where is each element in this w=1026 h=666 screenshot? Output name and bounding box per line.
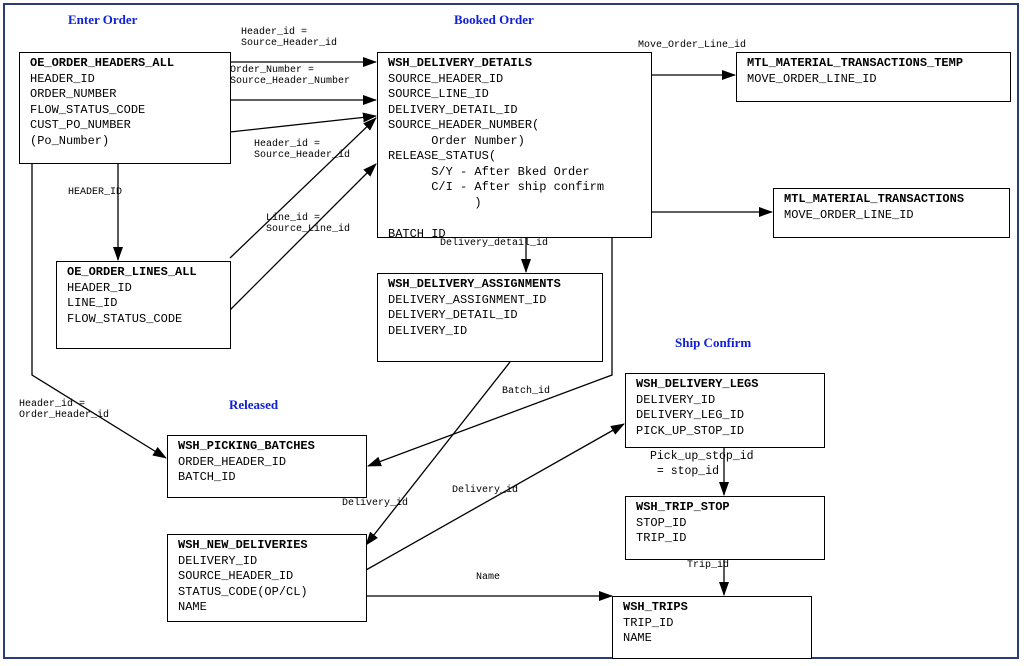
- label-delivery-detail-id: Delivery_detail_id: [440, 238, 549, 249]
- label-header-source-header-top: Header_id = Source_Header_id: [241, 27, 338, 49]
- section-released: Released: [229, 397, 279, 412]
- table-column: DELIVERY_LEG_ID: [636, 408, 745, 422]
- label-header-source-header-mid: Header_id = Source_Header_id: [254, 139, 351, 161]
- link-lines-to-details-header: [229, 117, 377, 259]
- table-column: [388, 211, 651, 227]
- label-trip-id: Trip_id: [687, 560, 730, 571]
- table-column: BATCH_ID: [178, 470, 236, 484]
- table-column: STOP_ID: [636, 515, 687, 530]
- table-column: SOURCE_HEADER_ID: [178, 569, 294, 583]
- table-name: WSH_DELIVERY_DETAILS: [388, 56, 533, 70]
- table-name: WSH_TRIPS: [623, 600, 688, 614]
- table-column: HEADER_ID: [67, 280, 132, 295]
- label-name: Name: [476, 572, 501, 583]
- label-delivery-id-left: Delivery_id: [342, 498, 409, 509]
- label-pick-up-stop-id: Pick_up_stop_id = stop_id: [650, 450, 754, 478]
- table-column: C/I - After ship confirm: [388, 180, 605, 194]
- link-headers-to-details-source-header: [229, 112, 377, 133]
- table-column: MOVE_ORDER_LINE_ID: [784, 207, 914, 222]
- table-column: BATCH_ID: [388, 226, 446, 241]
- table-column: TRIP_ID: [623, 615, 674, 630]
- link-assignments-to-new-deliveries: [365, 361, 511, 546]
- table-column: SOURCE_HEADER_ID: [388, 71, 504, 86]
- table-column: S/Y - After Bked Order: [388, 164, 590, 179]
- table-name: OE_ORDER_HEADERS_ALL: [30, 56, 175, 70]
- table-column: DELIVERY_DETAIL_ID: [388, 102, 518, 117]
- table-column: SOURCE_HEADER_NUMBER(: [388, 118, 540, 132]
- table-column: RELEASE_STATUS(: [388, 149, 497, 163]
- table-name: MTL_MATERIAL_TRANSACTIONS: [784, 192, 965, 206]
- table-column: ): [388, 195, 482, 210]
- link-headers-to-picking-batches: [31, 163, 167, 459]
- table-name: WSH_DELIVERY_ASSIGNMENTS: [388, 277, 561, 291]
- table-column: CUST_PO_NUMBER: [30, 118, 131, 132]
- table-name: MTL_MATERIAL_TRANSACTIONS_TEMP: [747, 56, 964, 70]
- link-new-deliveries-to-delivery-legs: [365, 423, 625, 571]
- table-column: DELIVERY_ASSIGNMENT_ID: [388, 292, 547, 307]
- label-line-source-line: Line_id = Source_Line_id: [266, 213, 351, 235]
- label-delivery-id-right: Delivery_id: [452, 485, 519, 496]
- table-column: SOURCE_LINE_ID: [388, 87, 489, 101]
- label-order-number-source: Order_Number = Source_Header_Number: [230, 65, 351, 87]
- table-column: DELIVERY_ID: [388, 323, 468, 338]
- link-details-to-picking-batches: [367, 238, 613, 467]
- table-name: OE_ORDER_LINES_ALL: [67, 265, 197, 279]
- table-column: NAME: [623, 631, 652, 645]
- diagram-frame: [3, 3, 1019, 659]
- table-column: MOVE_ORDER_LINE_ID: [747, 71, 877, 86]
- table-column: ORDER_HEADER_ID: [178, 454, 287, 469]
- table-name: WSH_DELIVERY_LEGS: [636, 377, 759, 391]
- table-column: TRIP_ID: [636, 531, 687, 545]
- table-column: ORDER_NUMBER: [30, 87, 117, 101]
- table-name: WSH_NEW_DELIVERIES: [178, 538, 308, 552]
- table-column: PICK_UP_STOP_ID: [636, 423, 745, 438]
- table-column: DELIVERY_ID: [178, 553, 258, 568]
- table-name: WSH_TRIP_STOP: [636, 500, 730, 514]
- table-column: DELIVERY_DETAIL_ID: [388, 308, 518, 322]
- label-move-order-line-id: Move_Order_Line_id: [638, 40, 747, 51]
- table-column: STATUS_CODE(OP/CL): [178, 584, 308, 599]
- label-batch-id: Batch_id: [502, 386, 551, 397]
- table-column: Order Number): [388, 133, 525, 148]
- table-column: HEADER_ID: [30, 71, 95, 86]
- section-ship-confirm: Ship Confirm: [675, 335, 752, 350]
- table-column: FLOW_STATUS_CODE: [30, 102, 146, 117]
- table-column: LINE_ID: [67, 296, 118, 310]
- table-column: FLOW_STATUS_CODE: [67, 311, 183, 326]
- link-lines-to-details-line-id: [229, 163, 377, 311]
- label-header-id: HEADER_ID: [68, 187, 123, 198]
- table-column: (Po_Number): [30, 133, 110, 148]
- table-column: DELIVERY_ID: [636, 392, 716, 407]
- table-name: WSH_PICKING_BATCHES: [178, 439, 315, 453]
- section-booked-order: Booked Order: [454, 12, 534, 27]
- label-header-order-header: Header_id = Order_Header_id: [19, 399, 110, 421]
- section-enter-order: Enter Order: [68, 12, 138, 27]
- table-column: NAME: [178, 600, 207, 614]
